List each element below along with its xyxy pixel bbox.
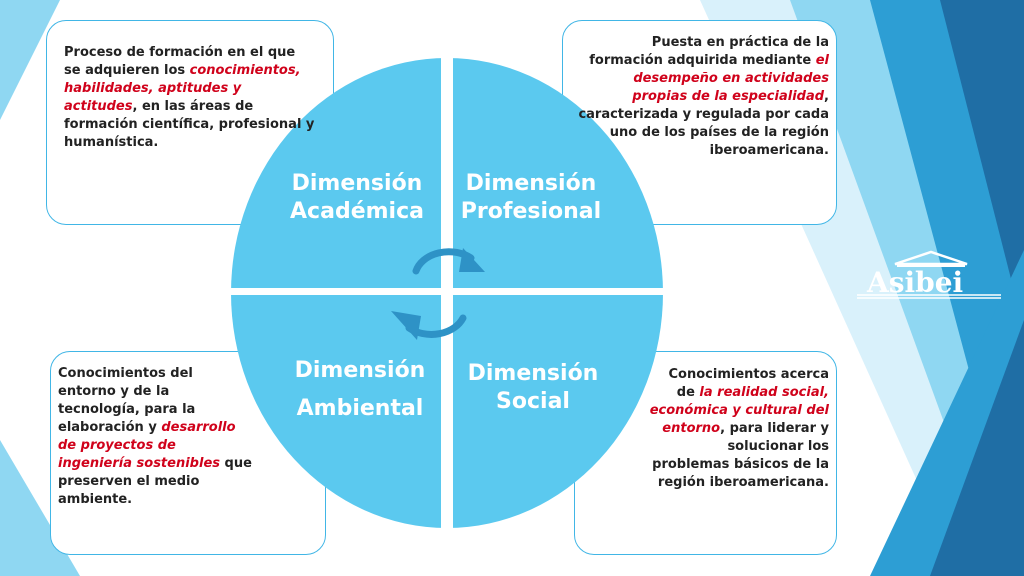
logo-text: Asibei [866, 266, 963, 299]
text-academica: Proceso de formación en el que se adquie… [64, 44, 316, 152]
label-ambiental-line1: Dimensión [294, 358, 426, 383]
label-academica: Dimensión Académica [282, 170, 432, 226]
deco-bottom-right-dark [930, 320, 1024, 576]
text-run: , en las áreas de formación científica, … [64, 99, 315, 150]
label-social-line2: Social [496, 389, 570, 414]
highlighted-phrase: el desempeño en actividades propias de l… [632, 53, 829, 104]
asibei-logo-icon: Asibei [857, 250, 1001, 299]
deco-top-left [0, 0, 60, 120]
highlighted-phrase: desarrollo de proyectos de ingeniería so… [58, 420, 236, 471]
text-social: Conocimientos acerca de la realidad soci… [648, 366, 829, 492]
text-run: que preserven el medio ambiente. [58, 456, 252, 507]
deco-right-dark [940, 0, 1024, 330]
highlighted-phrase: conocimientos, habilidades, aptitudes y … [64, 63, 301, 114]
text-run: Conocimientos acerca de [668, 367, 830, 400]
text-profesional: Puesta en práctica de la formación adqui… [576, 34, 829, 160]
label-ambiental-line2: Ambiental [296, 396, 424, 421]
label-ambiental: Dimensión Ambiental [285, 352, 435, 428]
asibei-logo: Asibei [855, 248, 1005, 304]
text-ambiental: Conocimientos del entorno y de la tecnol… [58, 365, 254, 509]
highlighted-phrase: la realidad social, económica y cultural… [649, 385, 829, 436]
divider-horizontal [231, 288, 663, 295]
dimensions-oval [231, 58, 663, 528]
text-run: , caracterizada y regulada por cada uno … [578, 89, 829, 158]
text-run: Puesta en práctica de la formación adqui… [589, 35, 829, 68]
label-social-line1: Dimensión [467, 361, 599, 386]
text-run: Proceso de formación en el que se adquie… [64, 45, 296, 78]
label-academica-line2: Académica [290, 199, 424, 224]
label-profesional-line1: Dimensión [465, 171, 597, 196]
label-academica-line1: Dimensión [291, 171, 423, 196]
text-run: , para liderar y solucionar los problema… [652, 421, 829, 490]
cycle-arrowheads [391, 248, 485, 340]
label-social: Dimensión Social [458, 360, 608, 416]
label-profesional: Dimensión Profesional [456, 170, 606, 226]
text-run: Conocimientos del entorno y de la tecnol… [58, 366, 196, 435]
label-profesional-line2: Profesional [460, 199, 602, 224]
